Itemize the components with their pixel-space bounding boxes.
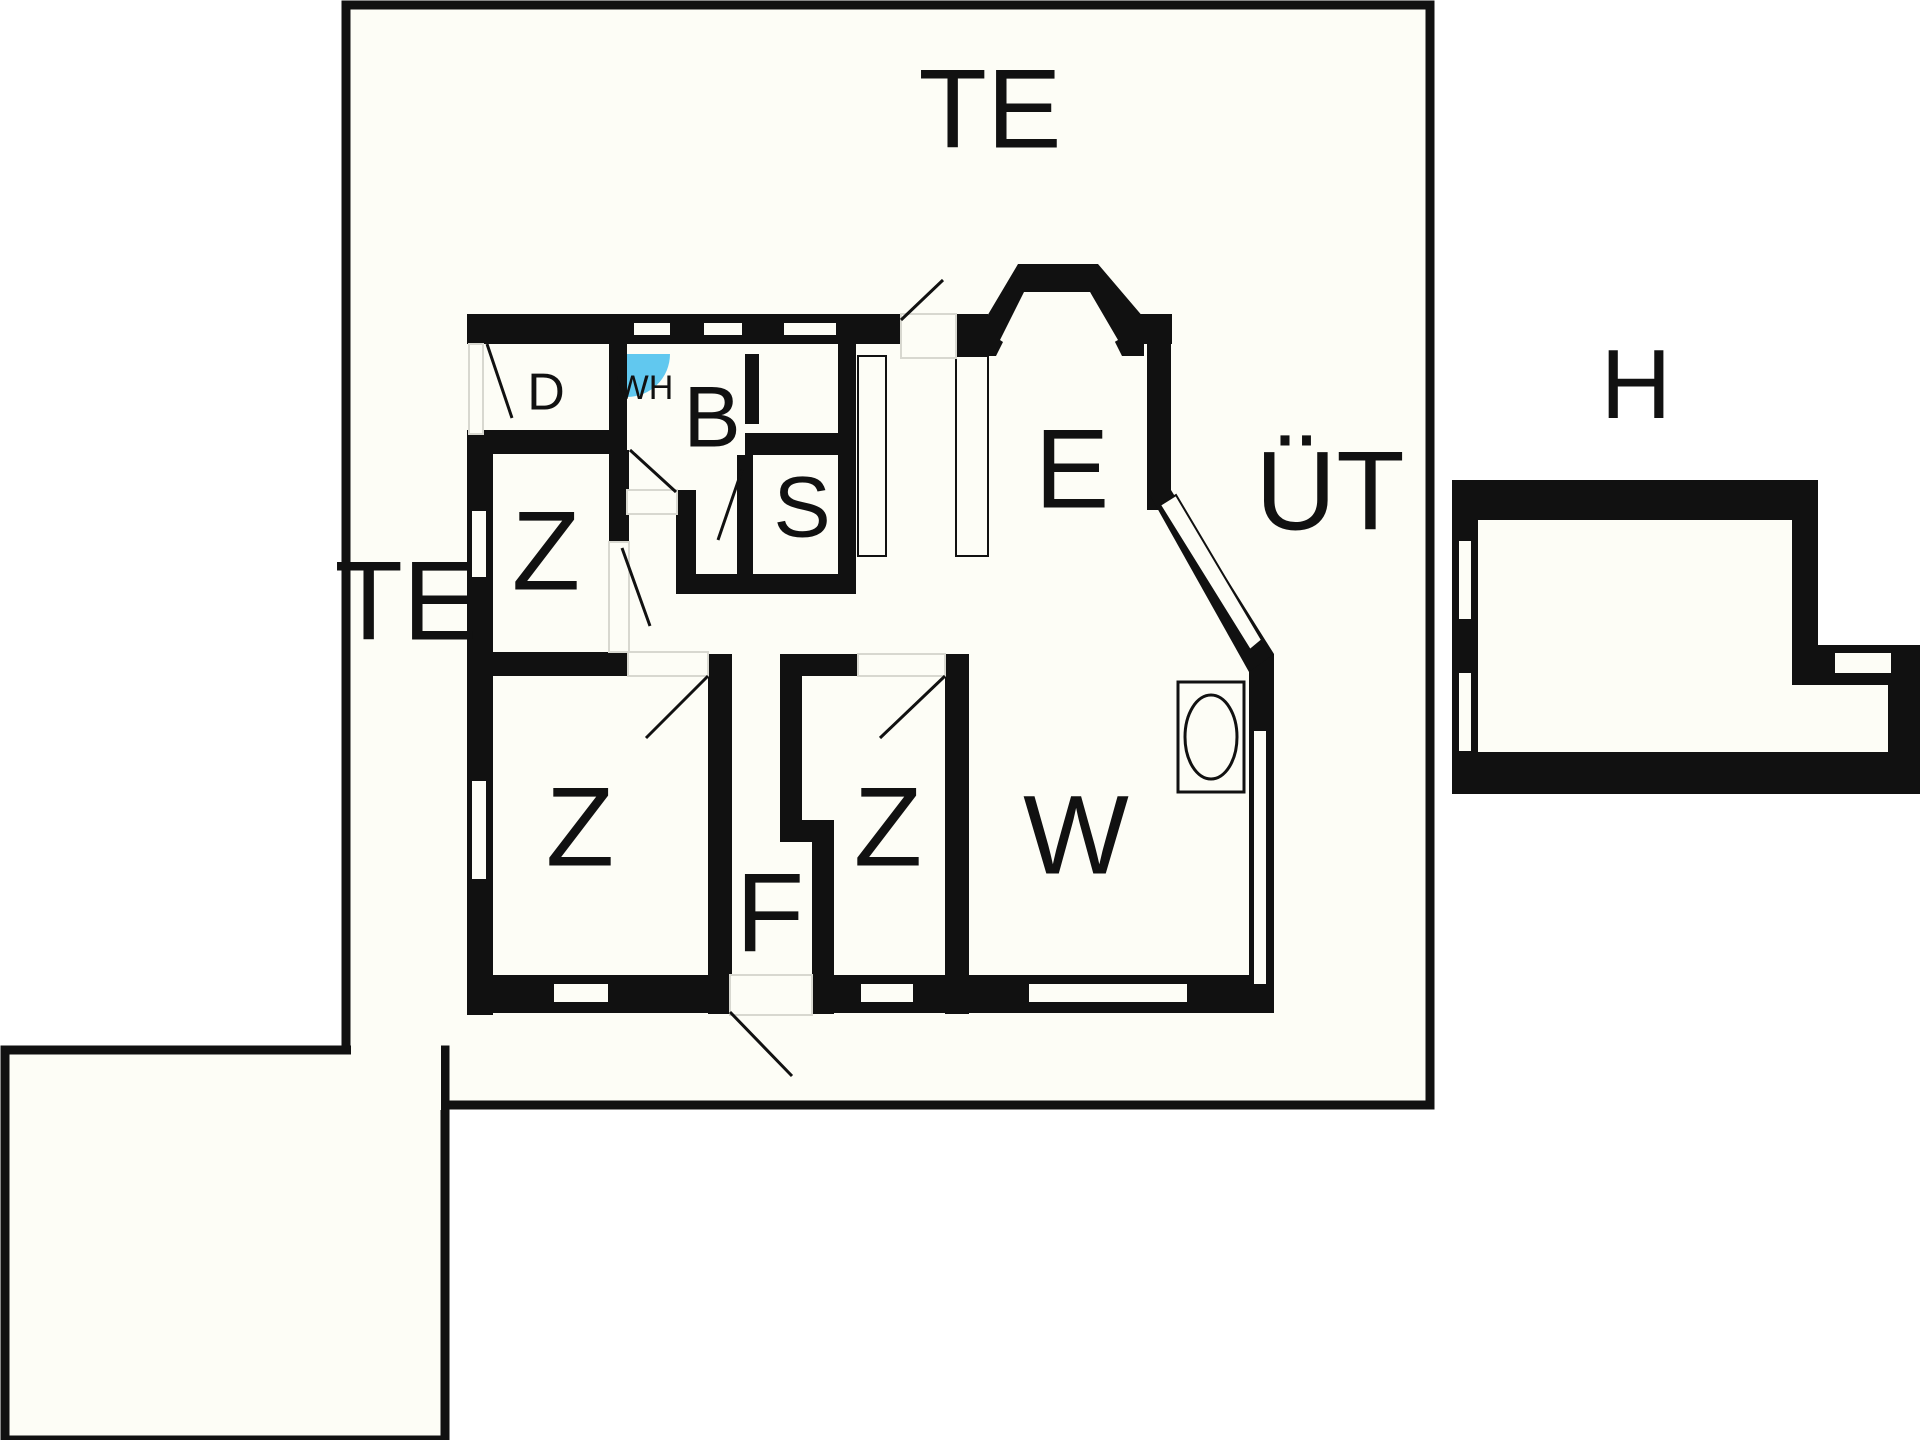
door-bedroom2-opening [627, 651, 709, 677]
door-bedroom1-swing [620, 547, 652, 627]
window-south-1 [552, 982, 610, 1004]
door-bath-swing [628, 448, 678, 494]
water-heater-icon [627, 354, 670, 397]
wall-bedroom3-north [945, 654, 955, 676]
wall-bedroom1-south [493, 652, 628, 676]
door-bedroom2-swing [644, 674, 710, 740]
window-west-2 [470, 779, 488, 881]
wall-storage-south [467, 430, 627, 454]
window-corridor-1 [857, 355, 887, 557]
window-east-diagonal [1158, 493, 1264, 652]
window-top-2 [702, 321, 744, 337]
terrace-areas [0, 0, 1435, 1440]
wall-bedroom1-east [609, 450, 629, 542]
shed-interior [1478, 520, 1888, 752]
windows [470, 321, 1268, 1004]
wall-bedroom3-east [945, 654, 969, 1014]
label-living: W [1023, 773, 1129, 898]
labels: TE TE ÜT H D WH B S E W F Z Z Z [334, 47, 1671, 976]
wall-bath-divider [745, 354, 759, 424]
shed-window-1 [1457, 539, 1473, 621]
stove-icon-circle [1183, 693, 1239, 781]
window-south-3 [1027, 982, 1189, 1004]
wall-bedroom3-west [812, 820, 834, 1014]
bay-window [986, 264, 1144, 356]
label-bedroom-small: Z [512, 489, 580, 614]
label-terrace-top: TE [918, 47, 1061, 172]
window-top-1 [632, 321, 672, 337]
shed-window-2 [1457, 671, 1473, 753]
label-storage: D [527, 364, 565, 422]
window-west-1 [470, 509, 488, 579]
door-storage-opening [468, 343, 484, 435]
door-exit-opening [729, 974, 813, 1016]
door-sauna-swing [716, 469, 744, 541]
terrace-join [351, 1040, 441, 1110]
label-dining: E [1035, 407, 1110, 532]
shed-window-3 [1833, 651, 1893, 675]
label-water-heater: WH [617, 369, 674, 407]
wall-storage-east [609, 314, 627, 450]
label-sauna: S [773, 460, 830, 556]
window-south-2 [859, 982, 915, 1004]
label-shed: H [1601, 329, 1672, 439]
wall-top-right [956, 314, 988, 356]
wall-bedroom2-east [708, 654, 732, 1014]
window-east [1252, 729, 1268, 986]
wall-bath-west [676, 490, 696, 586]
door-storage-swing [485, 343, 514, 419]
label-covered-terrace: ÜT [1255, 429, 1404, 554]
door-entry-opening [900, 313, 957, 359]
wall-sauna-west [737, 455, 753, 575]
wall-bath-east [838, 344, 856, 594]
wall-east-upper [1147, 314, 1171, 510]
label-bathroom: B [683, 370, 740, 466]
doors [468, 278, 957, 1078]
door-bedroom3-swing [878, 674, 947, 740]
door-bedroom1-opening [608, 541, 630, 653]
wall-bath-south [676, 574, 854, 594]
door-exit-swing [728, 1010, 794, 1078]
bay-window-frame [986, 264, 1144, 356]
door-entry-swing [899, 278, 945, 322]
door-bath-opening [626, 489, 678, 515]
wall-hall-west [780, 654, 802, 830]
label-bedroom-large: Z [546, 765, 614, 890]
label-terrace-left: TE [334, 539, 477, 664]
bay-window-glass [1000, 292, 1118, 348]
label-bedroom-middle: Z [854, 765, 922, 890]
shed [1452, 480, 1920, 794]
wall-sauna-north [745, 433, 856, 455]
fixtures [627, 354, 1246, 794]
label-hall: F [736, 851, 804, 976]
terrace-lower [0, 1045, 450, 1440]
door-bedroom3-opening [857, 653, 946, 677]
window-top-3 [782, 321, 838, 337]
window-corridor-2 [955, 355, 989, 557]
